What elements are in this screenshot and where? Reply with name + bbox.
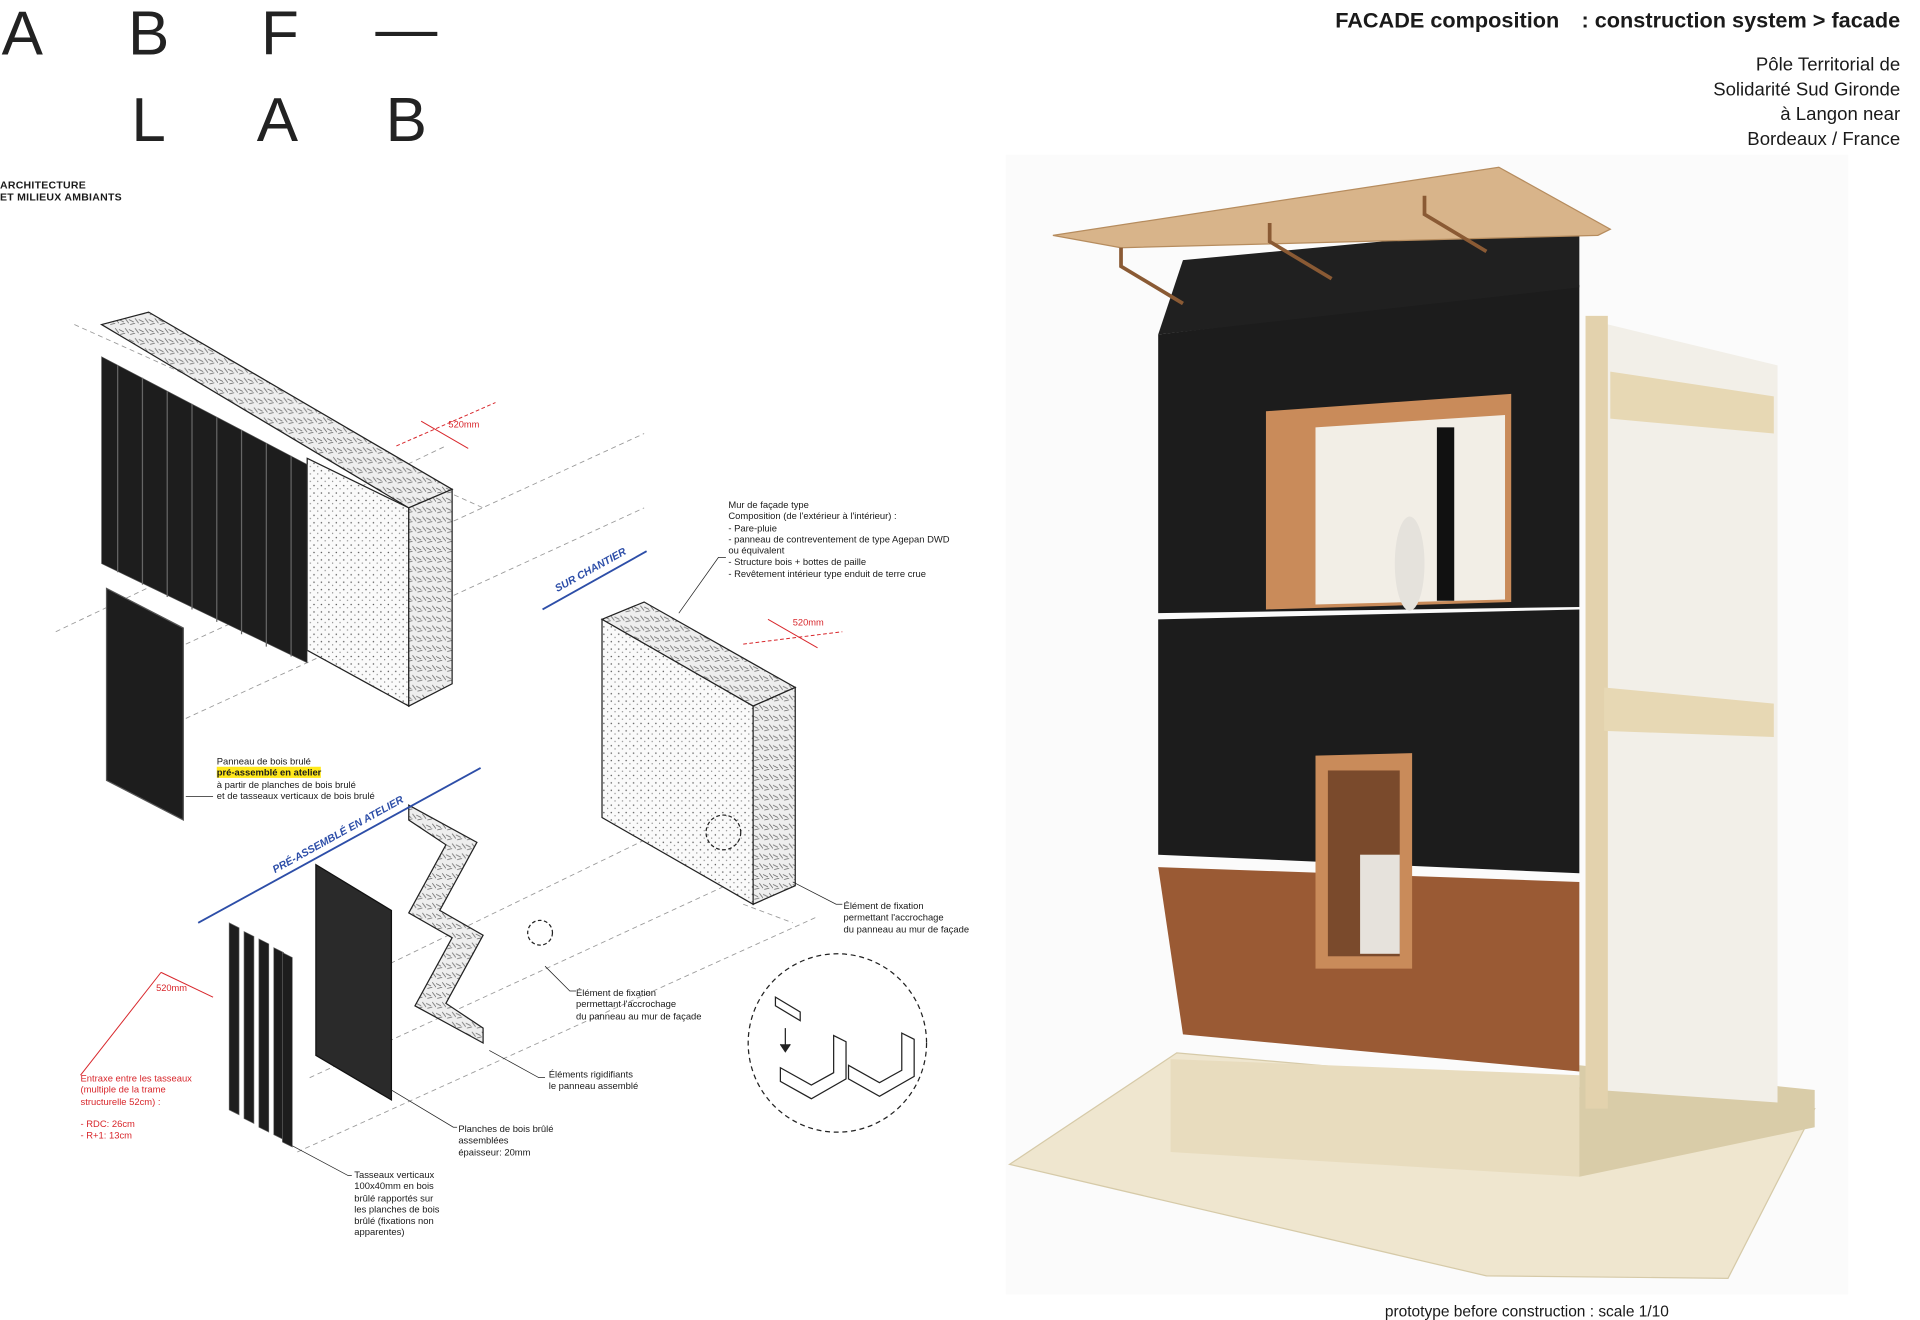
location-line: à Langon near (1780, 104, 1901, 126)
location-line: Pôle Territorial de (1755, 54, 1901, 76)
photo-caption: prototype before construction : scale 1/… (1384, 1303, 1669, 1320)
exploded-axonometric-diagram: 520mm 520mm 520mm SUR CHANTIER PRÉ-ASSEM… (55, 311, 928, 1176)
page-title: FACADE composition : construction system … (1335, 7, 1900, 33)
fixation-note-center: Élément de fixation permettant l'accroch… (575, 987, 702, 1022)
fixation-detail-circle (747, 953, 928, 1133)
straw-wall-section (1585, 315, 1608, 1109)
dimension-label: 520mm (793, 618, 824, 628)
logo-letter: L (131, 85, 166, 155)
logo-letter: A (1, 0, 43, 69)
location-line: Bordeaux / France (1747, 128, 1901, 150)
charred-cladding-middle (1158, 609, 1580, 874)
battens-note: Tasseaux verticaux 100x40mm en bois brûl… (354, 1169, 440, 1239)
dimension-lines (80, 402, 843, 1076)
logo-letter: F (261, 0, 299, 69)
stage-line-on-site (542, 550, 648, 611)
cladding-panel-small (105, 587, 184, 822)
stiffeners-note: Éléments rigidifiants le panneau assembl… (548, 1068, 639, 1092)
dimension-label: 520mm (448, 419, 479, 429)
stiffener-elements (407, 804, 484, 1045)
stage-label-workshop: PRÉ-ASSEMBLÉ EN ATELIER (270, 793, 406, 876)
spacing-note: Entraxe entre les tasseaux (multiple de … (80, 1072, 192, 1142)
earth-render-ground-floor (1158, 867, 1580, 1072)
lower-window (1315, 753, 1413, 969)
facade-wall-top (99, 311, 454, 708)
logo-letter: A (256, 85, 299, 155)
charred-cladding-upper (1158, 284, 1580, 614)
stage-label-on-site: SUR CHANTIER (553, 546, 629, 595)
charred-cladding-top (101, 356, 308, 664)
boards-note: Planches de bois brûlé assemblées épaiss… (458, 1123, 554, 1158)
title-sub: : construction system > facade (1581, 7, 1901, 33)
roof-overhang (1052, 166, 1612, 249)
upper-window (1265, 393, 1512, 610)
model-base (1008, 1052, 1816, 1279)
fixation-note-right: Élément de fixation permettant l'accroch… (843, 900, 970, 935)
logo-letter: — (375, 0, 438, 64)
dimension-label: 520mm (156, 983, 187, 993)
facade-wall-type (600, 601, 797, 906)
logo-letter: B (127, 0, 170, 69)
fixation-bracket-detail (774, 996, 915, 1100)
location-line: Solidarité Sud Gironde (1713, 79, 1901, 101)
logo-subtitle-line: ARCHITECTURE (0, 178, 87, 191)
panel-note-highlight: pré-assemblé en atelier (216, 767, 322, 779)
charred-boards (315, 863, 393, 1102)
logo-subtitle: ARCHITECTURE ET MILIEUX AMBIANTS (0, 178, 122, 203)
cladding-battens-top (117, 365, 292, 657)
logo-subtitle-line: ET MILIEUX AMBIANTS (0, 190, 122, 204)
project-location: Pôle Territorial de Solidarité Sud Giron… (1713, 53, 1900, 152)
logo-letter: B (385, 85, 427, 155)
wall-composition-note: Mur de façade type Composition (de l'ext… (728, 499, 950, 580)
title-main: FACADE composition (1335, 7, 1560, 33)
stage-line-workshop (197, 767, 482, 924)
vertical-battens (228, 922, 293, 1148)
panel-note-rest: à partir de planches de bois brulé et de… (216, 778, 375, 802)
panel-note-line: Panneau de bois brulé (216, 755, 311, 767)
